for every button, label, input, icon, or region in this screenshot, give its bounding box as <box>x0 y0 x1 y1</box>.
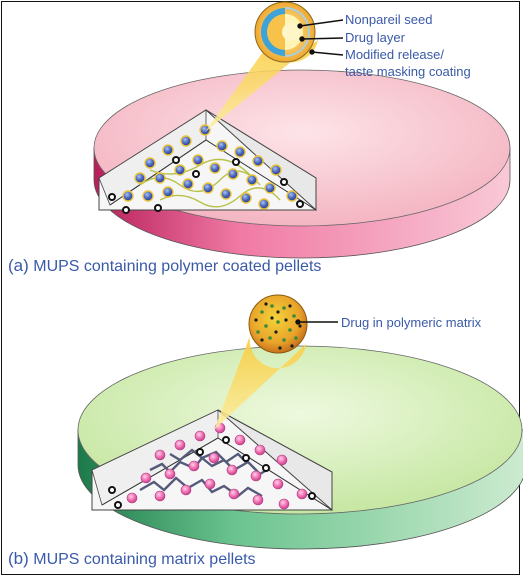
caption-b: (b) MUPS containing matrix pellets <box>8 550 256 569</box>
label-drug-layer: Drug layer <box>345 30 405 45</box>
label-coating-line1: Modified release/ <box>345 47 444 62</box>
label-coating-line2: taste masking coating <box>345 64 471 79</box>
caption-a-tag: (a) <box>8 256 29 275</box>
caption-b-text: MUPS containing matrix pellets <box>33 551 256 568</box>
caption-a: (a) MUPS containing polymer coated pelle… <box>8 257 321 276</box>
matrix-pellet-zoom <box>248 294 308 354</box>
panel-a-tablet <box>93 69 511 259</box>
caption-b-tag: (b) <box>8 549 29 568</box>
panel-a-zoom-beam <box>205 40 318 132</box>
caption-a-text: MUPS containing polymer coated pellets <box>33 258 322 275</box>
label-drug-in-polymeric-matrix: Drug in polymeric matrix <box>341 315 482 330</box>
panel-b-tablet <box>77 345 523 550</box>
coated-pellet-zoom <box>254 1 316 63</box>
label-nonpareil-seed: Nonpareil seed <box>345 12 433 27</box>
panel-b-zoom-beam <box>214 336 306 430</box>
